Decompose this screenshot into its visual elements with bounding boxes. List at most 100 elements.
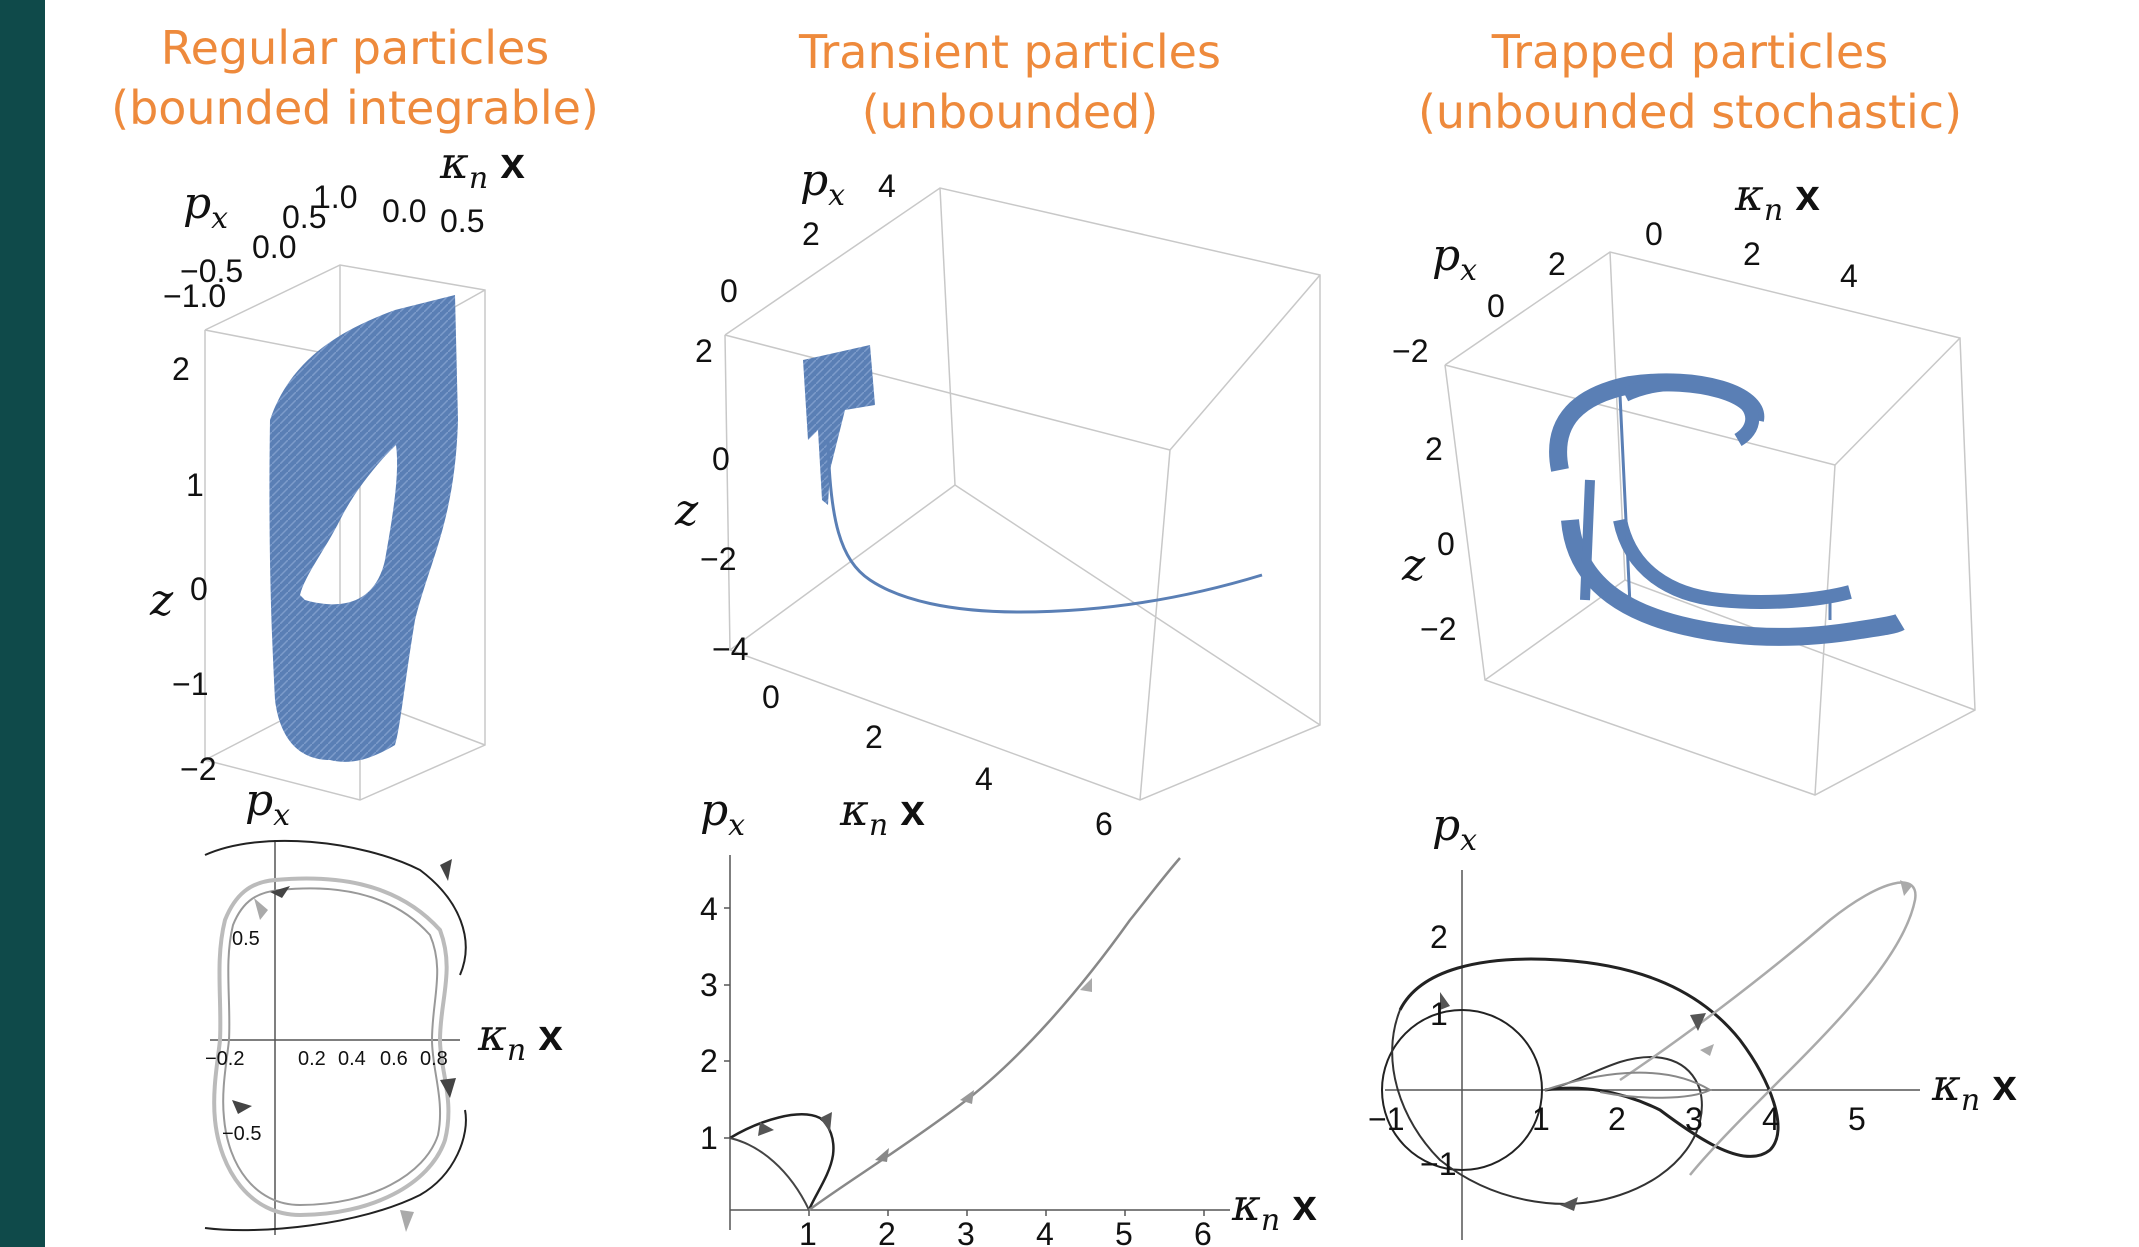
tick: 1 xyxy=(186,467,204,503)
regular-3d-kx-label: κn x xyxy=(439,138,525,196)
regular-phase-px-label: px xyxy=(245,775,290,833)
transient-phase-ticks: 1 2 3 4 5 6 4 3 2 1 xyxy=(700,891,1212,1247)
tick: 0.5 xyxy=(440,203,484,239)
transient-phase-upper-loop xyxy=(729,1113,835,1211)
tick: 2 xyxy=(1743,236,1761,272)
tick: 3 xyxy=(700,967,718,1003)
tick: 2 xyxy=(1548,246,1566,282)
tick: 2 xyxy=(865,719,883,755)
trapped-phase-axes xyxy=(1385,870,1920,1240)
title-transient: Transient particles(unbounded) xyxy=(799,25,1221,139)
trapped-3d-kx-label: κn x xyxy=(1734,170,1820,228)
trapped-phase-escape xyxy=(1619,881,1917,1176)
tick: 5 xyxy=(1848,1101,1866,1137)
trapped-3d-ticks: 2 0 −2 0 2 4 2 0 −2 xyxy=(1392,216,1858,647)
transient-3d-trajectory xyxy=(826,439,1263,614)
transient-phase-escape xyxy=(808,857,1181,1212)
regular-3d-trajectory xyxy=(269,295,458,762)
tick: 2 xyxy=(172,351,190,387)
tick: 1 xyxy=(799,1216,817,1247)
tick: −1 xyxy=(172,666,208,702)
tick: 1 xyxy=(700,1120,718,1156)
transient-3d-ticks: 4 2 0 2 0 −2 −4 0 2 4 6 xyxy=(695,168,1113,842)
tick: −0.2 xyxy=(205,1048,244,1070)
tick: 2 xyxy=(1430,919,1448,955)
tick: 0 xyxy=(190,571,208,607)
tick: 0.6 xyxy=(380,1048,408,1070)
transient-phase-kx-label: κn x xyxy=(1231,1180,1317,1238)
tick: 0.5 xyxy=(232,928,260,950)
regular-3d-px-label: px xyxy=(183,178,228,236)
tick: 2 xyxy=(802,216,820,252)
tick: −2 xyxy=(1420,611,1456,647)
tick: 2 xyxy=(1425,431,1443,467)
tick: 0.2 xyxy=(298,1048,326,1070)
tick: 4 xyxy=(1036,1216,1054,1247)
transient-3d-px-label: px xyxy=(800,155,845,213)
regular-3d-z-label: z xyxy=(149,575,174,626)
tick: 4 xyxy=(1840,258,1858,294)
tick: 4 xyxy=(975,761,993,797)
tick: 6 xyxy=(1095,806,1113,842)
tick: −0.5 xyxy=(180,253,243,289)
tick: 0.5 xyxy=(282,199,326,235)
tick: −2 xyxy=(180,751,216,787)
tick: 0.4 xyxy=(338,1048,366,1070)
tick: 0.8 xyxy=(420,1048,448,1070)
transient-3d-z-label: z xyxy=(674,485,699,536)
tick: −4 xyxy=(712,631,748,667)
tick: −1 xyxy=(1368,1101,1404,1137)
tick: 0.0 xyxy=(252,229,296,265)
tick: 0 xyxy=(762,679,780,715)
tick: 4 xyxy=(700,891,718,927)
trapped-phase-px-label: px xyxy=(1432,800,1477,858)
trapped-3d-box xyxy=(1444,251,1976,796)
tick: 1 xyxy=(1430,996,1448,1032)
tick: 2 xyxy=(700,1043,718,1079)
trapped-phase-plot: px κn x −1 1 2 3 4 5 2 1 −1 xyxy=(1368,800,2017,1240)
tick: 2 xyxy=(1608,1101,1626,1137)
tick: −2 xyxy=(1392,333,1428,369)
tick: 0 xyxy=(1437,526,1455,562)
regular-phase-plot: px κn x −0.2 0.2 0.4 0.6 0.8 0.5 −0.5 xyxy=(204,775,563,1235)
transient-phase-plot: px κn x 1 2 3 4 5 6 4 3 2 1 xyxy=(700,785,1317,1247)
tick: 3 xyxy=(1685,1101,1703,1137)
transient-3d-band xyxy=(803,345,875,505)
regular-phase-ticks: −0.2 0.2 0.4 0.6 0.8 0.5 −0.5 xyxy=(205,928,448,1145)
trapped-3d-px-label: px xyxy=(1432,230,1477,288)
regular-phase-kx-label: κn x xyxy=(477,1010,563,1068)
tick: −0.5 xyxy=(222,1123,261,1145)
trapped-phase-outer-loop xyxy=(1398,957,1780,1158)
transient-3d-plot: px z κn x 4 2 0 2 0 −2 −4 0 2 4 6 xyxy=(674,155,1321,843)
transient-3d-box xyxy=(724,187,1321,801)
tick: 1.0 xyxy=(313,179,357,215)
title-regular: Regular particles(bounded integrable) xyxy=(111,21,599,135)
title-trapped: Trapped particles(unbounded stochastic) xyxy=(1417,25,1963,139)
tick: 0 xyxy=(720,273,738,309)
trapped-phase-unit-circle xyxy=(1381,1009,1543,1171)
tick: 2 xyxy=(878,1216,896,1247)
transient-3d-kx-label: κn x xyxy=(839,785,925,843)
regular-phase-arrows xyxy=(232,859,456,1232)
tick: 0 xyxy=(712,441,730,477)
tick: 0 xyxy=(1487,288,1505,324)
regular-phase-axes xyxy=(210,840,460,1235)
transient-phase-arrows xyxy=(758,978,1092,1162)
tick: 1 xyxy=(1532,1101,1550,1137)
regular-3d-ticks: 1.0 0.5 0.0 −0.5 −1.0 0.0 0.5 2 1 0 −1 −… xyxy=(163,179,484,787)
transient-phase-inner-loop xyxy=(729,1137,810,1211)
tick: 4 xyxy=(1762,1101,1780,1137)
trapped-3d-plot: px κn x z 2 0 −2 0 2 4 2 0 −2 xyxy=(1392,170,1976,796)
transient-phase-axes xyxy=(729,855,1230,1230)
trapped-phase-kx-label: κn x xyxy=(1931,1060,2017,1118)
regular-3d-plot: px κn x z 1.0 0.5 0.0 −0.5 −1.0 0.0 0.5 … xyxy=(149,138,525,801)
trapped-phase-ticks: −1 1 2 3 4 5 2 1 −1 xyxy=(1368,919,1866,1182)
tick: −1.0 xyxy=(163,278,226,314)
tick: 4 xyxy=(878,168,896,204)
trapped-phase-lower-loop xyxy=(1391,1009,1703,1205)
regular-phase-outer-curve xyxy=(204,839,467,976)
tick: 5 xyxy=(1115,1216,1133,1247)
trapped-phase-arrows xyxy=(1440,880,1912,1211)
tick: 3 xyxy=(957,1216,975,1247)
trapped-3d-z-label: z xyxy=(1401,540,1426,591)
